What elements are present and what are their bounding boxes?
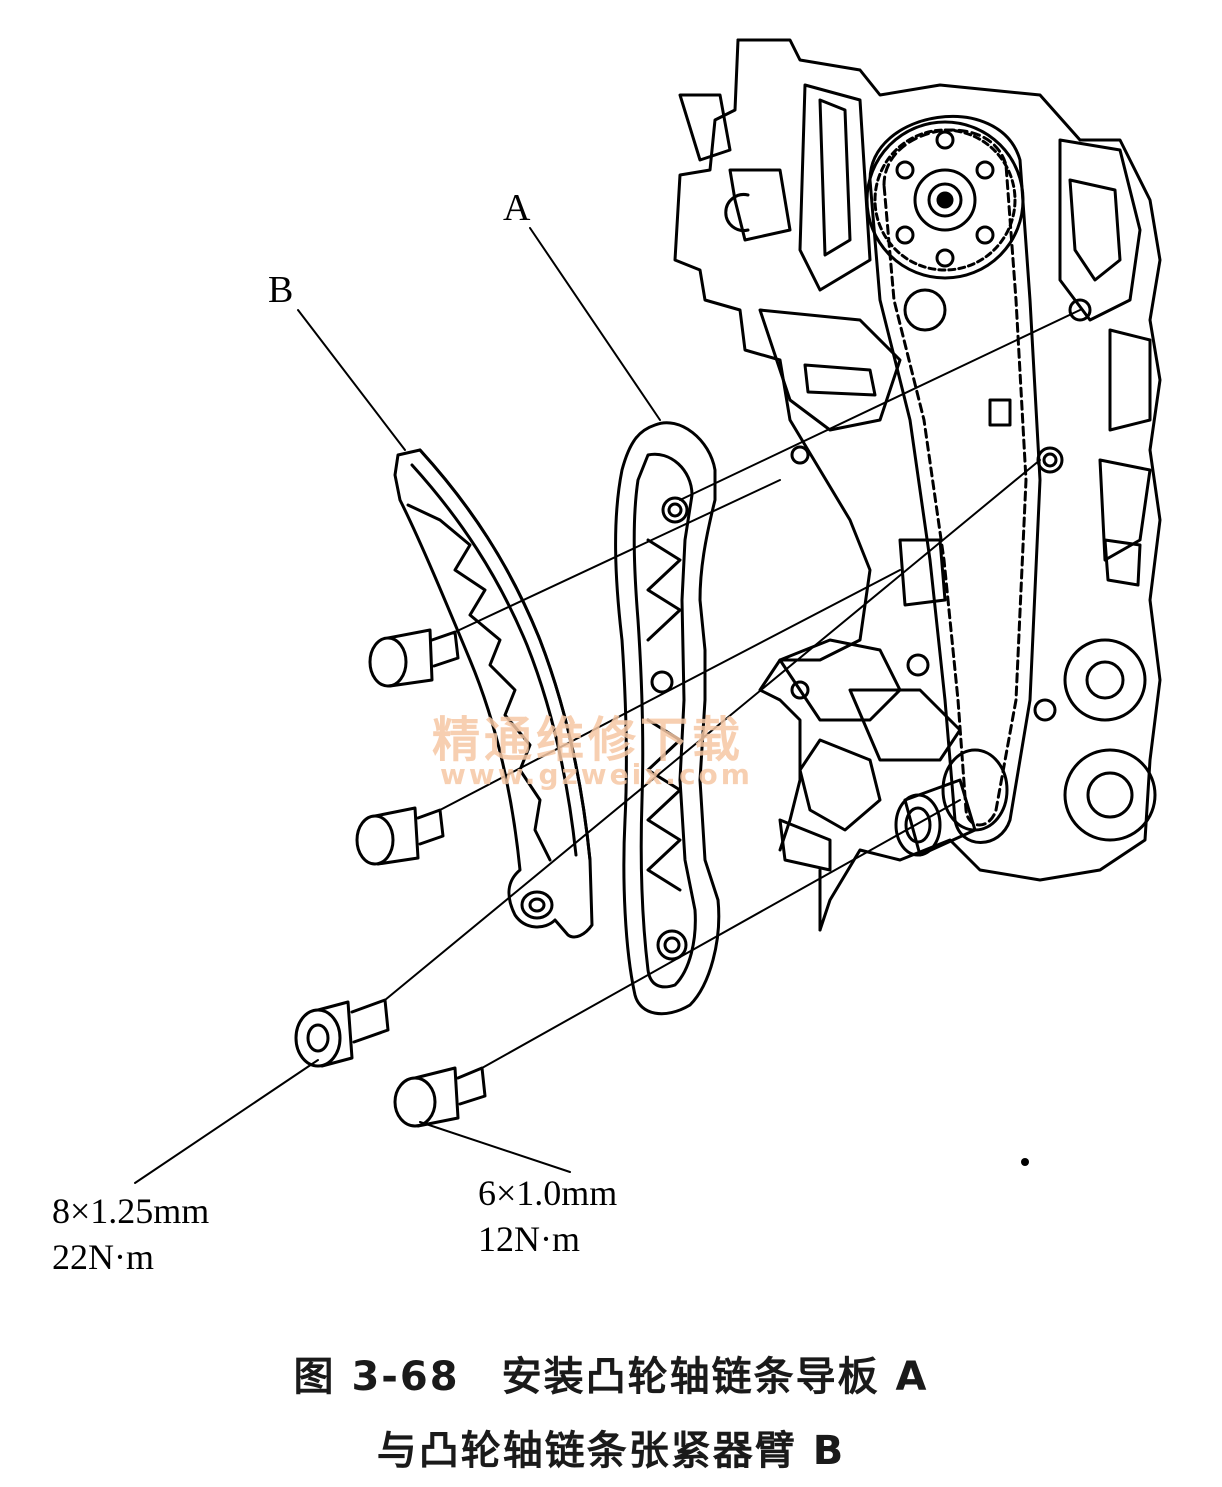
bolt-6mm: [393, 1066, 487, 1128]
spec-bolt-6mm-size: 6×1.0mm: [478, 1173, 618, 1213]
spec-bolt-6mm-torque: 12N·m: [478, 1219, 580, 1259]
caption-line-2: 与凸轮轴链条张紧器臂 B: [376, 1428, 846, 1474]
label-part-a: A: [503, 187, 531, 229]
timing-chain: [868, 115, 1042, 844]
watermark-url: www.gzweix.com: [440, 758, 753, 791]
bolt-8mm: [294, 998, 390, 1068]
stray-dot: [1021, 1158, 1029, 1166]
spec-bolt-8mm: 8×1.25mm 22N·m: [52, 1188, 209, 1280]
crankshaft-sprocket: [894, 748, 1009, 857]
tensioner-arm-b: [393, 448, 594, 939]
spec-bolt-6mm: 6×1.0mm 12N·m: [478, 1170, 617, 1262]
assembly-lines: [384, 309, 1081, 1069]
bolt-middle-left: [355, 806, 445, 866]
caption-line-1: 图 3-68 安装凸轮轴链条导板 A: [293, 1354, 929, 1400]
watermark-title: 精通维修下载: [432, 712, 745, 768]
spec-bolt-8mm-size: 8×1.25mm: [52, 1191, 210, 1231]
bolt-upper-left: [368, 628, 460, 688]
camshaft-sprocket: [865, 120, 1025, 332]
spec-bolt-8mm-torque: 22N·m: [52, 1237, 154, 1277]
chain-guide-a: [614, 421, 721, 1016]
label-part-b: B: [268, 269, 294, 311]
leader-lines: [134, 227, 661, 1184]
